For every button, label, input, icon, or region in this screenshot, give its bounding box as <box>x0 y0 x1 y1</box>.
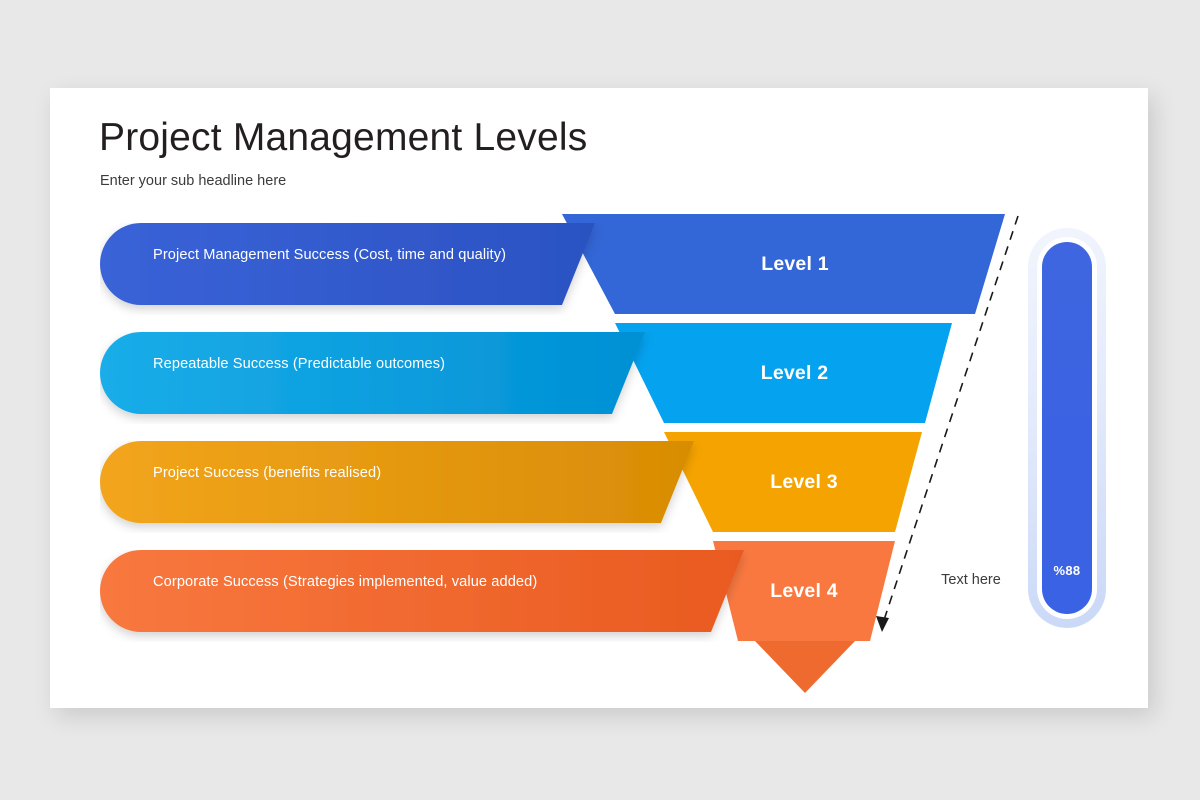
level-1-title: Level 1 <box>761 252 829 275</box>
funnel-row-1[interactable]: Project Management Success (Cost, time a… <box>50 214 1148 324</box>
level-bar-1-label: Project Management Success (Cost, time a… <box>153 247 507 263</box>
level-4-title: Level 4 <box>770 579 838 602</box>
funnel-row-2[interactable]: Repeatable Success (Predictable outcomes… <box>50 323 1148 433</box>
gauge-caption: Text here <box>941 572 1001 588</box>
funnel-row-3[interactable]: Project Success (benefits realised) Leve… <box>50 432 1148 542</box>
funnel-segment-4[interactable] <box>50 541 1148 693</box>
level-bar-4[interactable] <box>100 550 770 632</box>
progress-gauge[interactable]: %88 <box>1028 228 1106 628</box>
funnel-segment-2[interactable] <box>50 323 1148 433</box>
level-3-title: Level 3 <box>770 470 838 493</box>
slide-card: Project Management Levels Enter your sub… <box>50 88 1148 708</box>
level-bar-4-label: Corporate Success (Strategies implemente… <box>153 574 538 590</box>
level-bar-3[interactable] <box>100 441 720 523</box>
level-bar-1[interactable] <box>100 223 620 305</box>
gauge-fill[interactable]: %88 <box>1042 242 1092 614</box>
level-bar-2[interactable] <box>100 332 670 414</box>
gauge-value-label: %88 <box>1053 563 1081 578</box>
funnel-segment-3[interactable] <box>50 432 1148 542</box>
page-title: Project Management Levels <box>99 116 588 159</box>
level-bar-2-label: Repeatable Success (Predictable outcomes… <box>153 356 446 372</box>
level-bar-3-label: Project Success (benefits realised) <box>153 465 382 481</box>
page-subtitle: Enter your sub headline here <box>100 173 287 189</box>
funnel-diagram: Project Management Success (Cost, time a… <box>50 88 1148 708</box>
funnel-row-4[interactable]: Corporate Success (Strategies implemente… <box>50 541 1148 693</box>
level-2-title: Level 2 <box>760 361 829 384</box>
